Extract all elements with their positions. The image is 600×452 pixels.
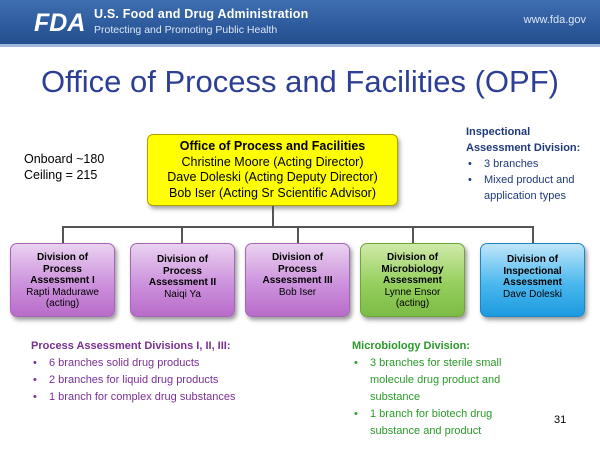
division-lead-status: (acting) <box>395 298 430 309</box>
division-name-line: Inspectional <box>503 265 562 277</box>
staffing-info: Onboard ~180 Ceiling = 215 <box>24 151 104 183</box>
division-lead: Dave Doleski <box>503 288 562 300</box>
division-process-assessment-3: Division of Process Assessment III Bob I… <box>245 243 350 317</box>
division-name-line: Process <box>163 265 202 277</box>
office-name: Office of Process and Facilities <box>179 139 366 153</box>
fda-logo-text: FDA <box>34 9 85 35</box>
division-process-assessment-2: Division of Process Assessment II Naiqi … <box>130 243 235 317</box>
microbiology-note: Microbiology Division: 3 branches for st… <box>352 338 542 440</box>
inspectional-note-heading-2: Assessment Division: <box>466 142 581 154</box>
division-lead: Naiqi Ya <box>164 288 201 300</box>
process-bullet: 2 branches for liquid drug products <box>31 372 236 389</box>
division-microbiology-assessment: Division of Microbiology Assessment Lynn… <box>360 243 465 317</box>
connector-drop-5 <box>532 226 534 243</box>
division-name-line: Division of <box>36 252 89 263</box>
division-name-line: Process <box>43 263 82 275</box>
header-divider <box>0 44 600 47</box>
ceiling-count: Ceiling = 215 <box>24 168 98 182</box>
connector-drop-3 <box>297 226 299 243</box>
division-lead: Rapti Madurawe <box>26 286 99 298</box>
website-url[interactable]: www.fda.gov <box>523 14 586 26</box>
connector-trunk <box>272 206 274 227</box>
division-lead-status: (acting) <box>45 298 80 309</box>
inspectional-bullet: 3 branches <box>466 156 600 172</box>
division-lead: Lynne Ensor <box>384 286 441 298</box>
division-name-line: Division of <box>271 252 324 263</box>
division-name-line: Microbiology <box>381 263 444 275</box>
micro-bullet: 3 branches for sterile small molecule dr… <box>352 355 542 406</box>
division-name-line: Process <box>278 263 317 275</box>
inspectional-note-heading-1: Inspectional <box>466 126 531 138</box>
office-director: Christine Moore (Acting Director) <box>181 154 364 169</box>
division-name-line: Assessment II <box>148 277 217 288</box>
office-scientific-advisor: Bob Iser (Acting Sr Scientific Advisor) <box>168 185 377 200</box>
division-name-line: Division of <box>156 254 209 265</box>
connector-drop-1 <box>62 226 64 243</box>
process-assessment-note: Process Assessment Divisions I, II, III:… <box>31 338 236 406</box>
division-name-line: Assessment III <box>262 275 333 286</box>
inspectional-bullet: Mixed product and application types <box>466 172 600 204</box>
division-name-line: Assessment <box>383 275 442 286</box>
process-bullet: 1 branch for complex drug substances <box>31 389 236 406</box>
micro-note-heading: Microbiology Division: <box>352 340 470 352</box>
process-bullet: 6 branches solid drug products <box>31 355 236 372</box>
division-name-line: Assessment <box>503 277 562 288</box>
agency-tagline: Protecting and Promoting Public Health <box>94 24 278 36</box>
onboard-count: Onboard ~180 <box>24 152 105 166</box>
inspectional-note: Inspectional Assessment Division: 3 bran… <box>466 124 600 204</box>
connector-drop-4 <box>412 226 414 243</box>
slide-number: 31 <box>554 414 567 426</box>
division-name-line: Division of <box>386 252 439 263</box>
office-deputy-director: Dave Doleski (Acting Deputy Director) <box>167 170 378 184</box>
process-note-heading: Process Assessment Divisions I, II, III: <box>31 340 231 352</box>
division-lead: Bob Iser <box>278 286 317 298</box>
header-banner <box>0 0 600 44</box>
office-director-box: Office of Process and Facilities Christi… <box>147 134 398 206</box>
division-name-line: Assessment I <box>30 275 95 286</box>
connector-drop-2 <box>181 226 183 243</box>
division-name-line: Division of <box>506 254 559 265</box>
fda-logo: FDA <box>34 9 90 35</box>
agency-name: U.S. Food and Drug Administration <box>94 7 309 21</box>
slide-title: Office of Process and Facilities (OPF) <box>41 64 559 99</box>
micro-bullet: 1 branch for biotech drug substance and … <box>352 406 542 440</box>
division-process-assessment-1: Division of Process Assessment I Rapti M… <box>10 243 115 317</box>
division-inspectional-assessment: Division of Inspectional Assessment Dave… <box>480 243 585 317</box>
